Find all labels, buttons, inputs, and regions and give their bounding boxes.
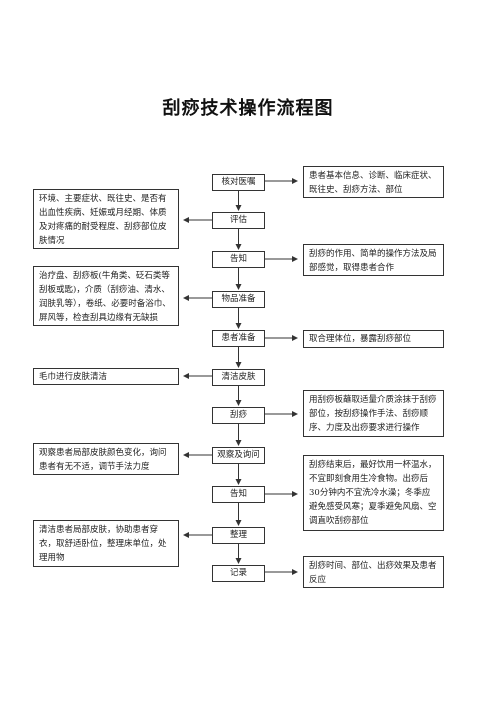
- step-inform: 告知: [212, 251, 265, 268]
- note-scraping: 用刮痧板蘸取适量介质涂抹于刮痧部位，按刮痧操作手法、刮痧顺序、力度及出痧要求进行…: [303, 390, 444, 437]
- note-tidy-up: 清洁患者局部皮肤，协助患者穿衣，取舒适卧位，整理床单位，处理用物: [33, 520, 179, 567]
- step-verify-order: 核对医嘱: [212, 174, 265, 191]
- note-inform: 刮痧的作用、简单的操作方法及局部感觉，取得患者合作: [303, 244, 444, 276]
- note-assess: 环境、主要症状、既往史、是否有出血性疾病、妊娠或月经期、体质及对疼痛的耐受程度、…: [33, 189, 179, 249]
- step-tidy-up: 整理: [212, 527, 265, 544]
- page-title: 刮痧技术操作流程图: [162, 98, 334, 119]
- note-verify-order: 患者基本信息、诊断、临床症状、既往史、刮痧方法、部位: [303, 166, 444, 198]
- step-prepare-patient: 患者准备: [212, 330, 265, 347]
- step-observe-ask: 观察及询问: [212, 447, 265, 464]
- step-assess: 评估: [212, 212, 265, 229]
- note-prepare-patient: 取合理体位，暴露刮痧部位: [303, 330, 444, 348]
- note-observe-ask: 观察患者局部皮肤颜色变化，询问患者有无不适，调节手法力度: [33, 443, 179, 475]
- note-clean-skin: 毛巾进行皮肤清洁: [33, 368, 179, 385]
- step-prepare-items: 物品准备: [212, 291, 265, 308]
- step-record: 记录: [212, 565, 265, 582]
- note-inform-after: 刮痧结束后，最好饮用一杯温水，不宜即刻食用生冷食物。出痧后30分钟内不宜洗冷水澡…: [303, 455, 444, 531]
- step-scraping: 刮痧: [212, 407, 265, 424]
- note-record: 刮痧时间、部位、出痧效果及患者反应: [303, 556, 444, 588]
- step-inform-after: 告知: [212, 486, 265, 503]
- note-prepare-items: 治疗盘、刮痧板(牛角类、砭石类等刮板或匙)，介质（刮痧油、清水、润肤乳等），卷纸…: [33, 266, 179, 326]
- step-clean-skin: 清洁皮肤: [212, 369, 265, 386]
